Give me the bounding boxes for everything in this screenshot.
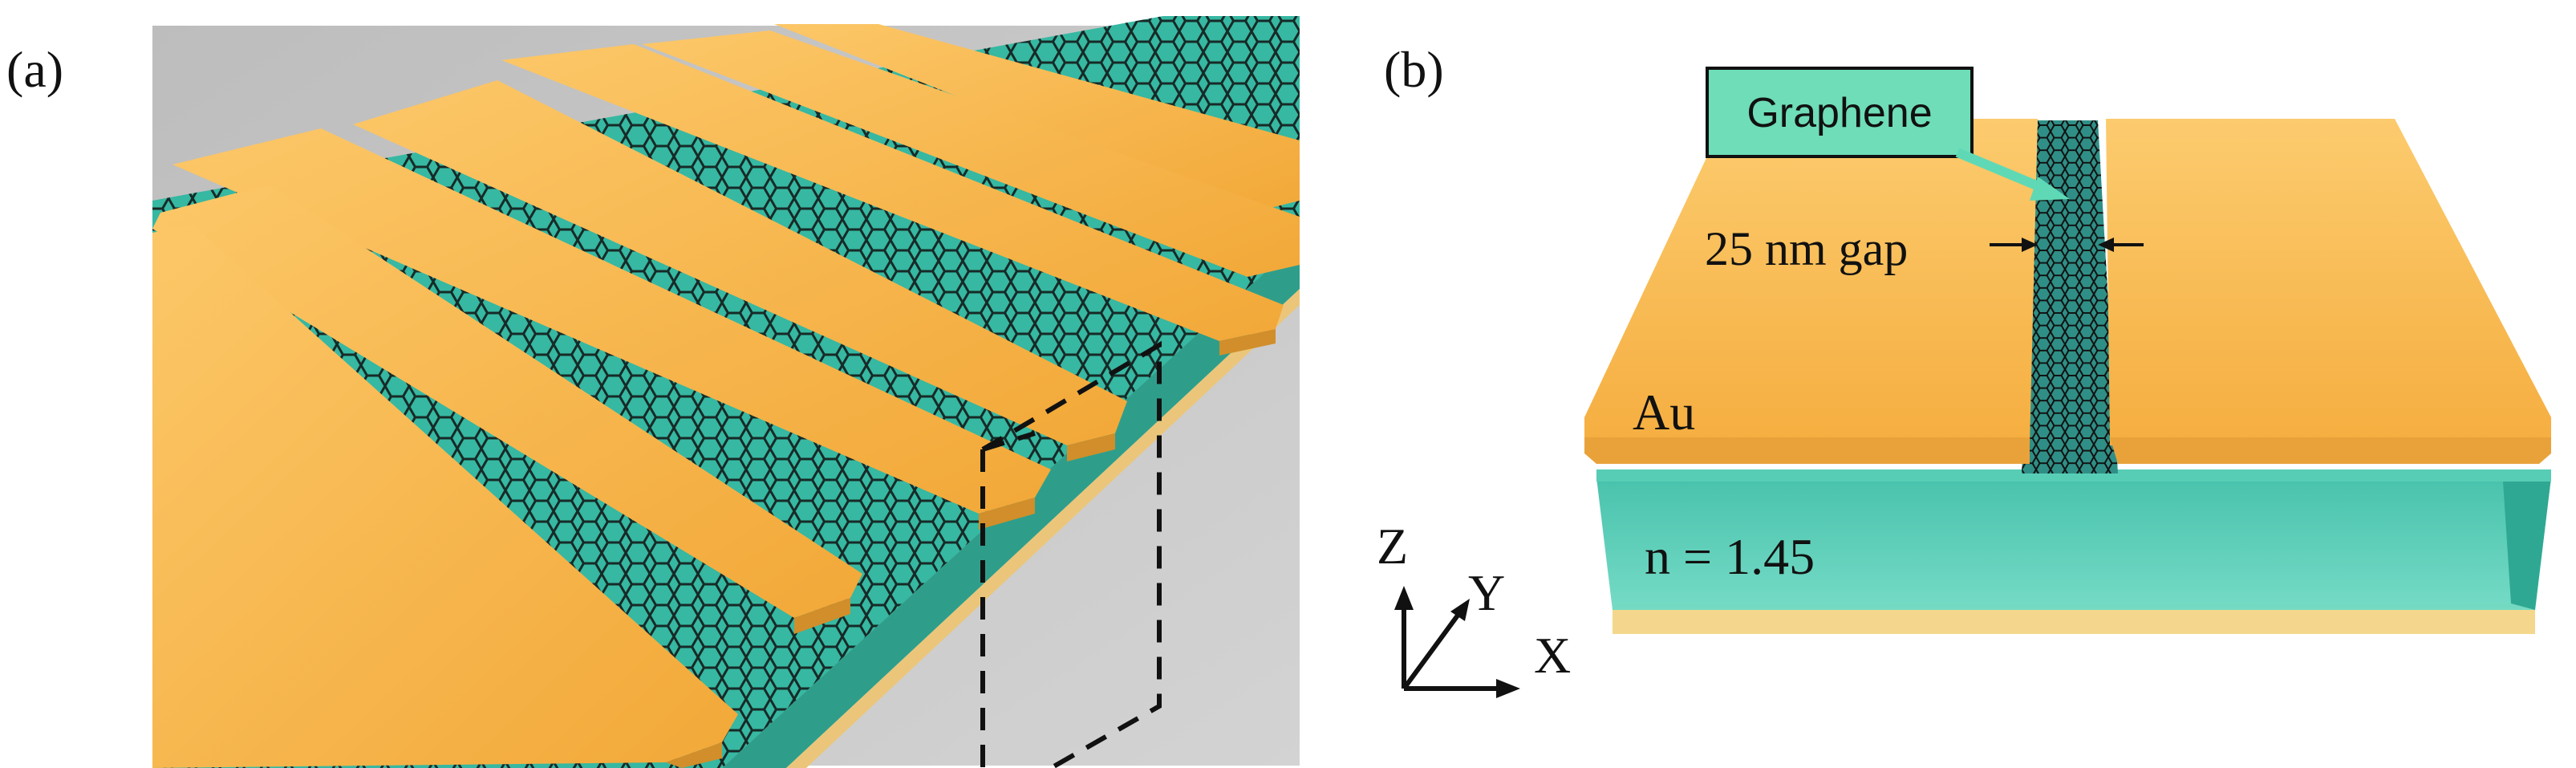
y-axis-label: Y <box>1468 564 1505 621</box>
gold-strip <box>152 185 862 634</box>
panel-a: (a) <box>6 16 1300 768</box>
coordinate-axes <box>1394 586 1520 698</box>
gap-label: 25 nm gap <box>1705 222 1908 275</box>
panel-a-label: (a) <box>6 41 63 98</box>
y-axis-arrow <box>1450 599 1470 621</box>
z-axis-arrow <box>1394 586 1414 610</box>
dielectric-block-side <box>2503 477 2551 610</box>
dielectric-block-top <box>1596 469 2551 482</box>
y-axis <box>1402 608 1464 690</box>
gold-pad-left <box>1584 119 2038 464</box>
panel-b: (b) Graphene 25 nm gap <box>1377 41 2551 698</box>
x-axis-label: X <box>1534 627 1571 684</box>
gold-strip <box>774 24 1300 213</box>
substrate-edge <box>786 289 1300 768</box>
gold-strip <box>353 80 1127 461</box>
gold-strip <box>642 30 1300 277</box>
graphene-callout: Graphene <box>1706 67 2070 201</box>
z-axis-label: Z <box>1377 518 1408 575</box>
gold-strip <box>152 225 738 768</box>
graphene-callout-box <box>1706 67 1974 158</box>
graphene-pointer-head <box>2030 177 2070 201</box>
gold-pad-right <box>2106 119 2551 464</box>
panel-b-label: (b) <box>1384 41 1444 98</box>
refractive-index-label: n = 1.45 <box>1645 528 1815 585</box>
x-axis-arrow <box>1496 679 1520 698</box>
gap-dimension: 25 nm gap <box>1705 222 2144 275</box>
graphene-pointer <box>1955 148 2052 196</box>
gold-strip <box>501 44 1284 356</box>
substrate-layer <box>1613 610 2535 634</box>
graphene-label: Graphene <box>1746 90 1932 136</box>
gold-strip <box>172 128 1051 530</box>
graphene-gap-lattice <box>2022 120 2118 473</box>
unit-cell-outline <box>980 340 1162 768</box>
au-label: Au <box>1633 384 1695 441</box>
dielectric-block <box>1596 477 2551 610</box>
gold-strips <box>152 24 1300 768</box>
